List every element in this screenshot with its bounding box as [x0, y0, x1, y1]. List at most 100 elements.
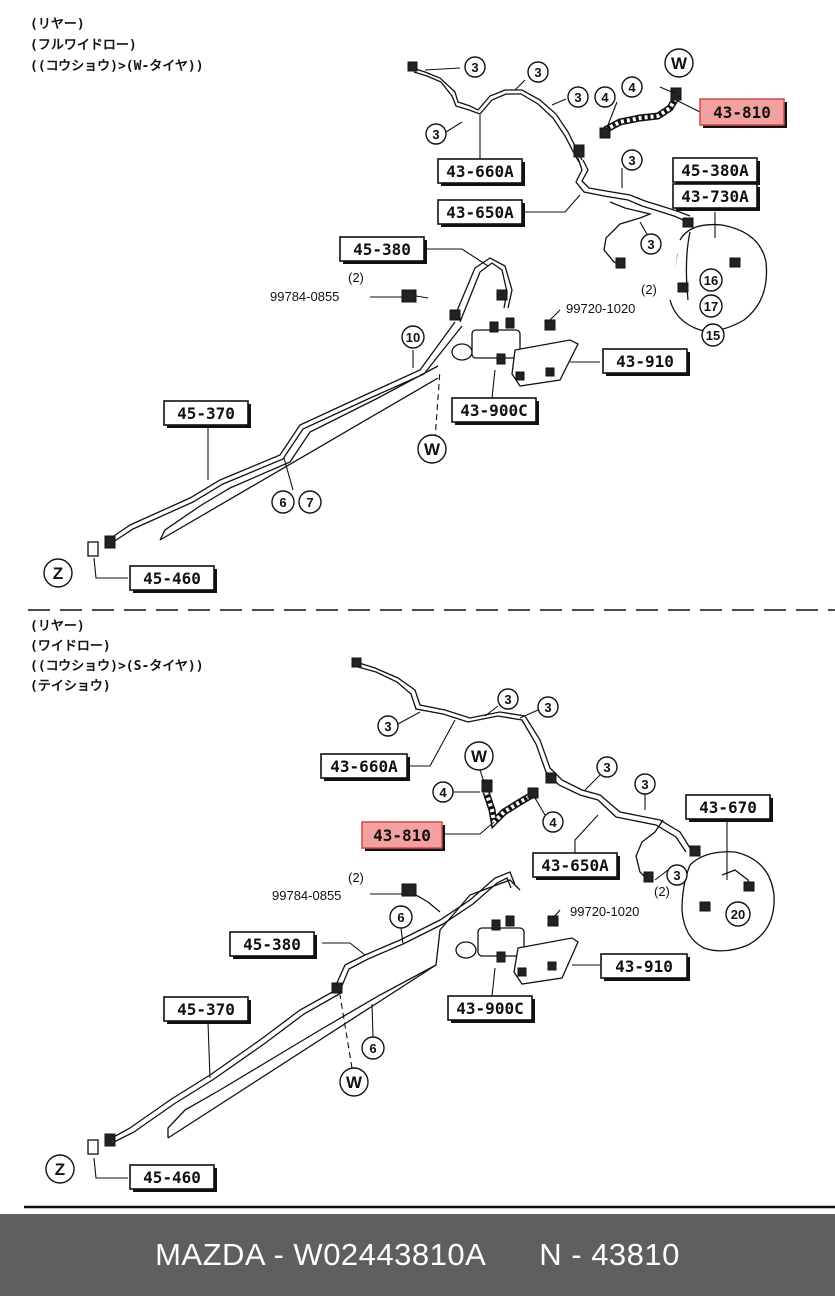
lower-note-3: ((コウショウ)>(S-タイヤ)) — [30, 659, 204, 674]
svg-text:43-730A: 43-730A — [681, 187, 749, 206]
svg-text:43-910: 43-910 — [616, 352, 674, 371]
lower-box-45-380: 45-380 — [229, 931, 317, 959]
svg-text:Z: Z — [53, 564, 63, 583]
lower-box-45-370: 45-370 — [163, 996, 251, 1024]
upper-part-99720-1020: 99720-1020 — [566, 301, 635, 316]
upper-proportioning-valve — [451, 317, 579, 387]
svg-text:15: 15 — [706, 328, 720, 343]
upper-callout-w — [417, 434, 447, 464]
lower-callout-20 — [725, 901, 751, 927]
lower-part-qty-1: (2) — [348, 870, 364, 885]
lower-callout-6a — [389, 905, 413, 929]
lower-callout-3a — [377, 715, 399, 737]
svg-text:43-810: 43-810 — [713, 103, 771, 122]
lower-box-43-810: 43-810 — [361, 821, 445, 851]
footer-caption: MAZDA - W02443810A N - 43810 — [155, 1237, 680, 1272]
lower-note-2: (ワイドロー) — [30, 639, 111, 654]
upper-box-43-900c: 43-900C — [451, 397, 539, 425]
svg-text:45-460: 45-460 — [143, 1168, 201, 1187]
upper-section: (リヤー) (フルワイドロー) ((コウショウ)>(W-タイヤ)) — [30, 17, 787, 593]
lower-note-1: (リヤー) — [30, 619, 85, 634]
upper-box-43-810: 43-810 — [699, 98, 787, 128]
upper-flex-hose — [603, 96, 680, 134]
lower-box-43-660a: 43-660A — [320, 753, 410, 781]
lower-callout-z — [45, 1154, 75, 1184]
svg-text:3: 3 — [504, 692, 511, 707]
lower-callout-w — [339, 1067, 369, 1097]
lower-callout-3b — [497, 688, 519, 710]
svg-text:43-900C: 43-900C — [456, 999, 523, 1018]
upper-part-qty-2: (2) — [641, 282, 657, 297]
upper-callout-10 — [401, 325, 425, 349]
svg-text:45-380: 45-380 — [243, 935, 301, 954]
svg-text:43-810: 43-810 — [373, 826, 431, 845]
lower-box-43-670: 43-670 — [685, 794, 773, 822]
svg-text:3: 3 — [647, 237, 654, 252]
upper-callout-6 — [271, 490, 295, 514]
upper-callout-3f — [640, 233, 662, 255]
svg-text:45-370: 45-370 — [177, 404, 235, 423]
svg-text:17: 17 — [704, 299, 718, 314]
lower-callout-4b — [542, 811, 564, 833]
svg-text:45-380: 45-380 — [353, 240, 411, 259]
svg-text:3: 3 — [471, 60, 478, 75]
upper-box-45-460: 45-460 — [129, 565, 217, 593]
upper-box-45-380a: 45-380A — [672, 157, 760, 185]
svg-text:4: 4 — [601, 90, 609, 105]
svg-text:45-460: 45-460 — [143, 569, 201, 588]
upper-box-45-380: 45-380 — [339, 236, 427, 264]
svg-text:3: 3 — [574, 90, 581, 105]
lower-section: (リヤー) (ワイドロー) ((コウショウ)>(S-タイヤ)) (テイショウ) — [30, 619, 775, 1192]
lower-box-43-910: 43-910 — [600, 953, 690, 981]
upper-box-45-370: 45-370 — [163, 400, 251, 428]
lower-part-99784-0855: 99784-0855 — [272, 888, 341, 903]
upper-callout-3a — [464, 56, 486, 78]
upper-callout-3b — [527, 61, 549, 83]
svg-text:43-650A: 43-650A — [446, 203, 514, 222]
svg-text:20: 20 — [731, 907, 745, 922]
svg-text:3: 3 — [603, 760, 610, 775]
upper-callout-4a — [594, 86, 616, 108]
lower-box-43-650a: 43-650A — [532, 852, 620, 880]
lower-part-qty-2: (2) — [654, 884, 670, 899]
svg-text:43-650A: 43-650A — [541, 856, 609, 875]
svg-text:7: 7 — [306, 495, 313, 510]
svg-text:3: 3 — [641, 777, 648, 792]
upper-callout-3e — [621, 149, 643, 171]
svg-text:3: 3 — [628, 153, 635, 168]
svg-text:43-910: 43-910 — [615, 957, 673, 976]
upper-callout-3c — [567, 86, 589, 108]
lower-note-4: (テイショウ) — [30, 679, 111, 694]
upper-callout-7 — [298, 490, 322, 514]
upper-pipe-45-370 — [107, 321, 456, 541]
lower-callout-3d — [596, 756, 618, 778]
svg-text:43-670: 43-670 — [699, 798, 757, 817]
lower-pipe-43-650a — [635, 819, 664, 881]
svg-text:10: 10 — [406, 330, 420, 345]
upper-callout-w-top — [664, 48, 694, 78]
svg-text:16: 16 — [704, 273, 718, 288]
svg-text:43-660A: 43-660A — [330, 757, 398, 776]
svg-text:6: 6 — [369, 1041, 376, 1056]
svg-text:W: W — [424, 440, 441, 459]
upper-part-99784-0855: 99784-0855 — [270, 289, 339, 304]
upper-pipe-43-660a — [411, 67, 583, 161]
svg-text:6: 6 — [397, 910, 404, 925]
lower-callout-3f — [666, 864, 688, 886]
lower-callout-w-top — [464, 741, 494, 771]
svg-text:3: 3 — [534, 65, 541, 80]
upper-note-3: ((コウショウ)>(W-タイヤ)) — [30, 59, 204, 74]
upper-callout-17 — [699, 294, 723, 318]
svg-text:4: 4 — [628, 80, 636, 95]
svg-text:45-380A: 45-380A — [681, 161, 749, 180]
upper-callout-15 — [701, 323, 725, 347]
svg-text:W: W — [471, 747, 488, 766]
lower-box-43-900c: 43-900C — [447, 995, 535, 1023]
svg-text:3: 3 — [384, 719, 391, 734]
upper-pipe-43-650a — [575, 157, 689, 223]
upper-callout-z — [43, 558, 73, 588]
lower-proportioning-valve — [455, 915, 579, 985]
lower-part-99720-1020: 99720-1020 — [570, 904, 639, 919]
svg-text:3: 3 — [432, 127, 439, 142]
